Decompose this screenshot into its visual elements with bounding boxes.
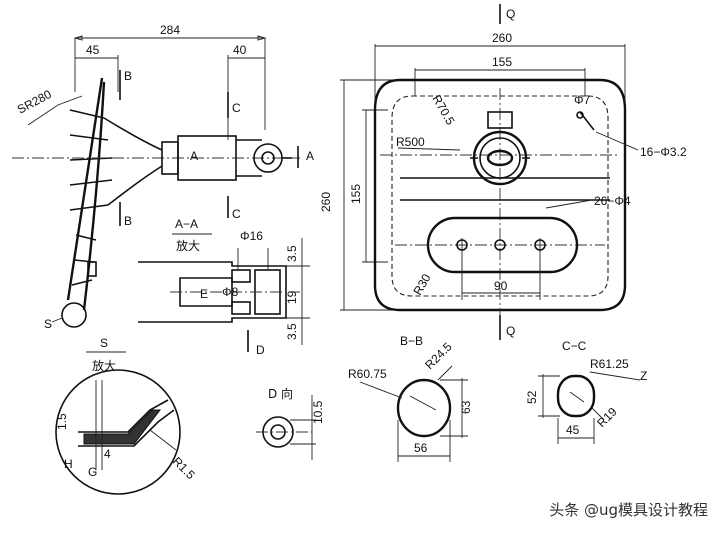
dim-sr280: SR280	[15, 87, 54, 117]
marker-a-left: A	[190, 149, 198, 163]
dim-284: 284	[160, 23, 180, 37]
dim-52: 52	[525, 390, 539, 404]
marker-q-bottom: Q	[506, 324, 515, 338]
view-d: D 向 10.5	[256, 386, 325, 460]
dim-phi8: Φ8	[222, 285, 239, 299]
marker-a-right: A	[306, 149, 314, 163]
marker-z: Z	[640, 369, 647, 383]
dim-26-phi4: 26−Φ4	[594, 194, 631, 208]
marker-d: D	[256, 343, 265, 357]
dim-45: 45	[566, 423, 580, 437]
dim-r61-25: R61.25	[590, 357, 629, 371]
side-view: 284 45 40 SR280 B B C C	[12, 23, 314, 331]
marker-h: H	[64, 457, 73, 471]
dim-r60-75: R60.75	[348, 367, 387, 381]
dim-4: 4	[104, 447, 111, 461]
dim-phi16: Φ16	[240, 229, 263, 243]
dim-r70-5: R70.5	[429, 93, 457, 128]
dim-45: 45	[86, 43, 100, 57]
detail-s: S 放大 1.5 H G 4 R1.5	[55, 336, 198, 495]
detail-s-scale: 放大	[92, 358, 116, 373]
dim-r30: R30	[410, 271, 433, 297]
section-bb-title: B−B	[400, 334, 423, 348]
marker-c-top: C	[232, 101, 241, 115]
dim-260-left: 260	[319, 192, 333, 212]
dim-19: 19	[285, 290, 299, 304]
dim-260-top: 260	[492, 31, 512, 45]
section-aa-title: A−A	[175, 217, 198, 231]
detail-s-title: S	[100, 336, 108, 350]
section-bb: B−B R60.75 R24.5 63 56	[348, 334, 473, 462]
dim-phi7: Φ7	[574, 93, 591, 107]
watermark-text: 头条 @ug模具设计教程	[549, 501, 708, 519]
dim-40: 40	[233, 43, 247, 57]
marker-g: G	[88, 465, 97, 479]
section-cc-title: C−C	[562, 339, 587, 353]
dim-63: 63	[459, 400, 473, 414]
marker-b-top: B	[124, 69, 132, 83]
section-cc: C−C R61.25 Z 52 45 R19	[525, 339, 647, 444]
dim-155-top: 155	[492, 55, 512, 69]
marker-s: S	[44, 317, 52, 331]
dim-155-left: 155	[349, 184, 363, 204]
dim-r19: R19	[594, 404, 620, 430]
dim-3-5-top: 3.5	[285, 245, 299, 262]
marker-q-top: Q	[506, 7, 515, 21]
marker-e: E	[200, 287, 208, 301]
section-aa-scale: 放大	[176, 238, 200, 253]
dim-56: 56	[414, 441, 428, 455]
dim-16-phi3-2: 16−Φ3.2	[640, 145, 687, 159]
dim-r500: R500	[396, 135, 425, 149]
dim-10-5: 10.5	[311, 400, 325, 424]
dim-3-5-bottom: 3.5	[285, 323, 299, 340]
front-view: Q 260 155 260 155	[319, 4, 687, 340]
marker-b-bottom: B	[124, 214, 132, 228]
section-aa: A−A 放大 Φ16 E Φ8 3.5 19 3.5 D	[138, 217, 310, 357]
dim-90: 90	[494, 279, 508, 293]
dim-r24-5: R24.5	[422, 339, 455, 372]
view-d-title: D 向	[268, 386, 293, 401]
marker-c-bottom: C	[232, 207, 241, 221]
dim-1-5: 1.5	[55, 413, 69, 430]
